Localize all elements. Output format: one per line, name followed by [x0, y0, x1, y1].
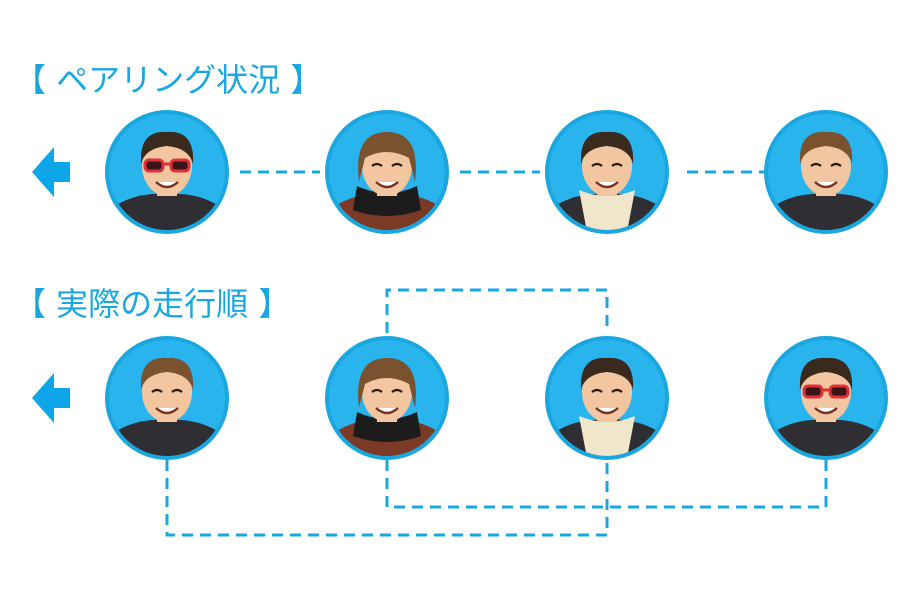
section-title-actual-order: 【 実際の走行順 】: [14, 285, 291, 323]
arrow-left-icon: [32, 147, 70, 197]
rider-avatar: [545, 336, 669, 460]
rider-avatar: [545, 110, 669, 234]
rider-avatar: [105, 110, 229, 234]
section-title-pairing: 【 ペアリング状況 】: [14, 61, 323, 99]
order-connector: [385, 288, 609, 333]
rider-avatar: [105, 336, 229, 460]
rider-avatar: [325, 110, 449, 234]
arrow-left-icon: [32, 373, 70, 423]
rider-avatar: [325, 336, 449, 460]
order-connector: [165, 460, 609, 537]
rider-avatar: [764, 336, 888, 460]
rider-avatar: [764, 110, 888, 234]
order-connector: [385, 460, 828, 509]
